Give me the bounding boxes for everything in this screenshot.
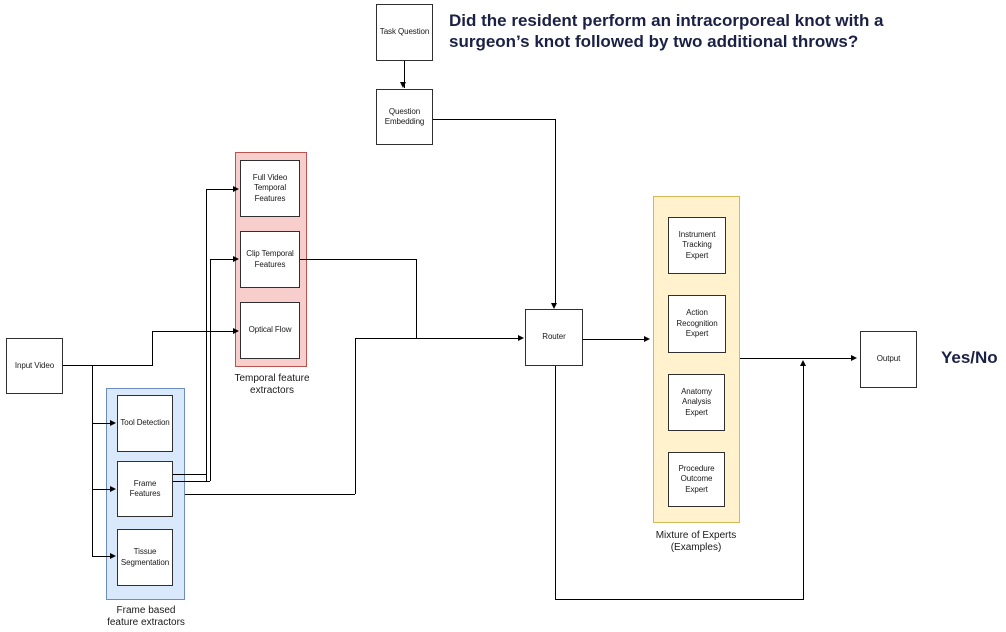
arrowhead-into-router-left <box>518 335 524 341</box>
edge-cliptemporal-router-v <box>416 259 417 338</box>
arrowhead-into-optical-flow <box>233 328 239 334</box>
group-label-frame-based-line2: feature extractors <box>107 616 185 628</box>
group-label-temporal: Temporal feature extractors <box>216 373 328 396</box>
group-label-mixture-line1: Mixture of Experts <box>655 530 737 541</box>
node-anatomy-analysis-expert: Anatomy Analysis Expert <box>668 374 725 431</box>
edge-framefeatures-fullvideo-h1 <box>173 474 206 475</box>
node-clip-temporal-features: Clip Temporal Features <box>240 231 300 288</box>
arrowhead-into-frame-features <box>110 486 116 492</box>
edge-inputvideo-framebased-v <box>92 365 93 556</box>
node-action-recognition-expert: Action Recognition Expert <box>668 295 726 353</box>
edge-into-tool-detection <box>92 423 112 424</box>
node-question-embedding: Question Embedding <box>376 89 433 145</box>
arrowhead-into-router-top <box>551 303 557 309</box>
node-frame-features: Frame Features <box>117 461 173 517</box>
edge-framefeatures-cliptemporal-v <box>210 259 211 481</box>
edge-inputvideo-opticalflow-h <box>152 331 235 332</box>
edge-router-bypass-v2 <box>803 366 804 599</box>
edge-moe-output <box>740 358 853 359</box>
node-router: Router <box>525 309 583 366</box>
arrowhead-into-question-embedding <box>400 82 406 88</box>
node-optical-flow: Optical Flow <box>240 302 300 359</box>
edge-framebased-router-h1 <box>185 494 355 495</box>
edge-framefeatures-cliptemporal-h1 <box>173 481 210 482</box>
arrowhead-into-clip-temporal <box>233 256 239 262</box>
edge-cliptemporal-router-h1 <box>300 259 416 260</box>
node-output: Output <box>860 331 917 388</box>
node-tool-detection: Tool Detection <box>117 395 173 452</box>
node-task-question: Task Question <box>376 4 433 61</box>
group-label-frame-based-line1: Frame based <box>116 605 176 616</box>
group-label-temporal-line1: Temporal feature <box>234 373 310 384</box>
edge-router-bypass-h <box>555 599 804 600</box>
node-tissue-segmentation: Tissue Segmentation <box>117 529 173 586</box>
arrowhead-into-full-video <box>233 186 239 192</box>
group-label-mixture-line2: (Examples) <box>670 541 722 553</box>
group-label-frame-based: Frame based feature extractors <box>90 605 202 628</box>
arrowhead-into-moe <box>644 336 650 342</box>
node-procedure-outcome-expert: Procedure Outcome Expert <box>668 452 725 507</box>
edge-taskquestion-questionembedding <box>404 61 405 88</box>
node-instrument-tracking-expert: Instrument Tracking Expert <box>668 217 726 274</box>
edge-framebased-router-v <box>355 338 356 494</box>
edge-questionembedding-router-v <box>555 119 556 305</box>
edge-framebased-router-h2 <box>355 338 416 339</box>
arrowhead-into-output <box>851 355 857 361</box>
edge-framefeatures-fullvideo-h2 <box>206 189 235 190</box>
result-label: Yes/No <box>941 348 998 367</box>
edge-router-bypass-v1 <box>555 366 556 599</box>
arrowhead-into-tool-detection <box>110 420 116 426</box>
edge-into-tissue-segmentation <box>92 556 112 557</box>
group-label-mixture: Mixture of Experts (Examples) <box>640 530 752 553</box>
question-title: Did the resident perform an intracorpore… <box>449 11 884 51</box>
arrowhead-into-tissue-segmentation <box>110 553 116 559</box>
edge-framefeatures-cliptemporal-h2 <box>210 259 235 260</box>
edge-framefeatures-fullvideo-v <box>206 189 207 481</box>
edge-into-frame-features <box>92 489 112 490</box>
edge-inputvideo-trunk-h <box>63 365 153 366</box>
node-input-video: Input Video <box>6 338 63 394</box>
edge-questionembedding-router-h <box>433 119 555 120</box>
arrowhead-bypass-up <box>800 360 806 366</box>
edge-router-moe <box>583 339 646 340</box>
edge-inputvideo-opticalflow-v <box>152 331 153 366</box>
node-full-video-temporal-features: Full Video Temporal Features <box>240 160 300 217</box>
group-label-temporal-line2: extractors <box>250 384 294 396</box>
edge-cliptemporal-router-h2 <box>416 338 520 339</box>
